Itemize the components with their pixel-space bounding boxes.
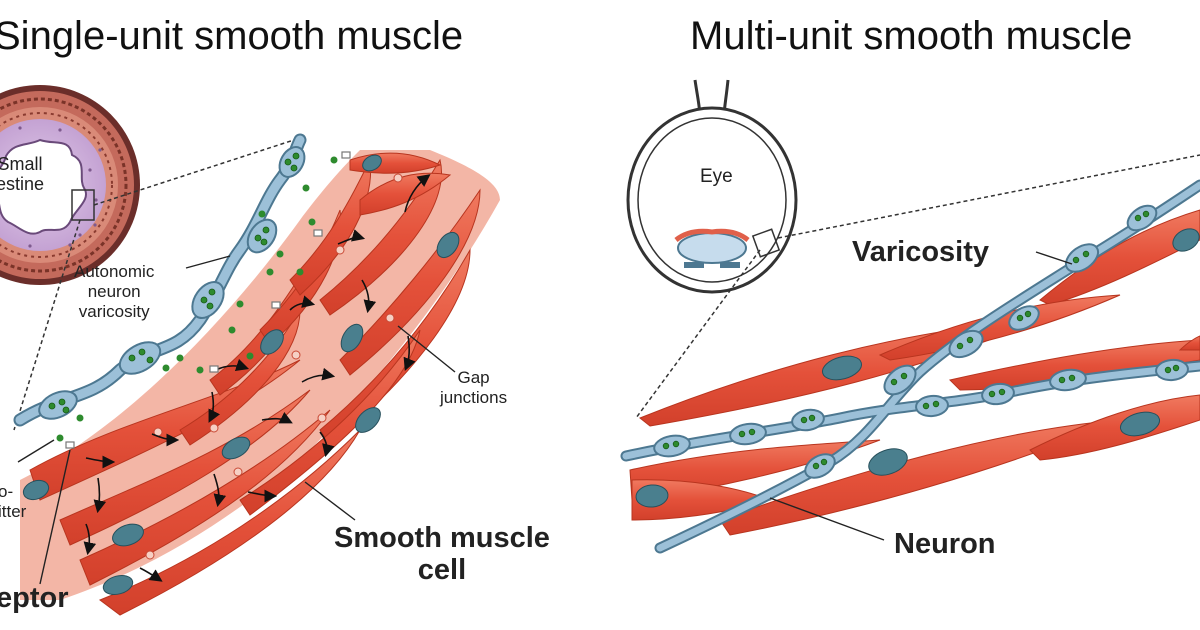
label-receptor: eptor: [0, 582, 69, 614]
label-varicosity: Varicosity: [852, 236, 990, 268]
label-small-intestine-line2: estine: [0, 174, 45, 194]
intestine-cross-section-icon: [0, 85, 140, 285]
label-smooth-line2: cell: [417, 554, 467, 586]
label-neurotransmitter-line2: itter: [0, 502, 27, 521]
label-gap-junctions: Gap junctions: [440, 368, 507, 408]
label-smooth-line1: Smooth muscle: [334, 522, 550, 554]
neuron-right-icon: [620, 179, 1200, 554]
panel-title-single-unit: Single-unit smooth muscle: [0, 14, 464, 58]
label-gap-line2: junctions: [440, 388, 508, 407]
label-autonomic-line2: neuron: [87, 282, 141, 301]
label-autonomic-line1: Autonomic: [74, 262, 155, 281]
label-gap-line1: Gap: [457, 368, 490, 387]
label-small-intestine: Small estine: [0, 154, 44, 194]
label-neuron: Neuron: [894, 528, 996, 560]
label-eye: Eye: [700, 166, 733, 187]
label-neurotransmitter: o- itter: [0, 482, 26, 522]
autonomic-neuron-icon: [13, 133, 351, 449]
label-neurotransmitter-line1: o-: [0, 482, 14, 501]
label-small-intestine-line1: Small: [0, 154, 43, 174]
label-autonomic-neuron-varicosity: Autonomic neuron varicosity: [74, 262, 154, 322]
panel-title-multi-unit: Multi-unit smooth muscle: [690, 14, 1133, 58]
eye-icon: [626, 79, 798, 294]
label-smooth-muscle-cell: Smooth muscle cell: [334, 522, 550, 586]
smooth-muscle-cell-icon: [20, 150, 500, 616]
label-autonomic-line3: varicosity: [78, 302, 150, 321]
